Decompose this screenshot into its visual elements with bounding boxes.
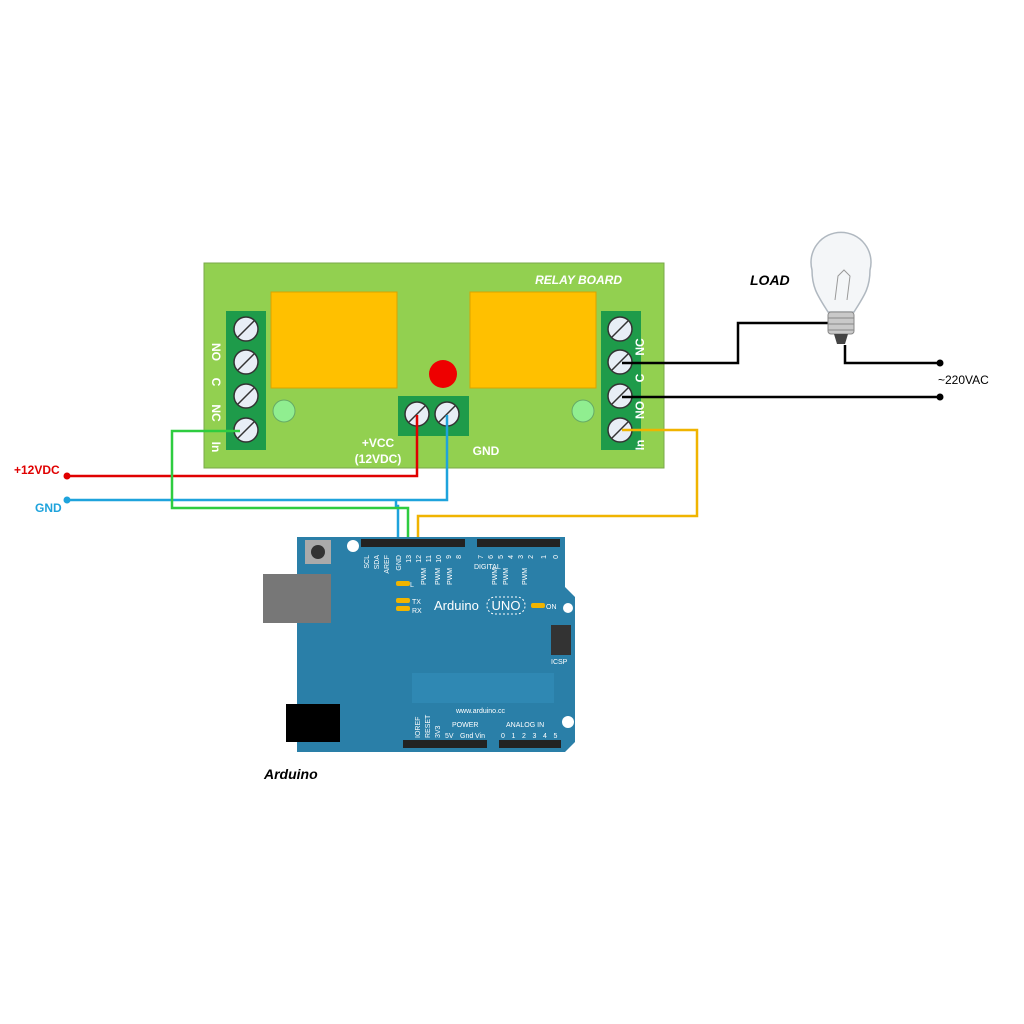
wires [67,321,940,540]
icsp-label: ICSP [551,659,568,666]
chip [412,673,554,703]
pin-label: 12 [416,555,423,563]
wire-load-nc [622,321,835,365]
analog-pin-label: 5 [554,733,558,740]
supply-gnd-label: GND [35,501,62,515]
analog-pin-label: 0 [501,733,505,740]
power-led [429,360,457,388]
pin-label: 5 [498,555,505,559]
screw-terminal [233,349,259,375]
wire-load-ac [843,345,940,365]
screw-terminal [233,383,259,409]
vcc-sub-label: (12VDC) [355,452,402,466]
pwm-label: PWM [492,568,499,585]
light-bulb-icon [810,231,872,344]
led-tx-label: TX [412,599,421,606]
arduino-model: UNO [492,598,521,613]
relay-board-title: RELAY BOARD [535,273,622,287]
pwm-label: PWM [447,568,454,585]
wire-12v [67,415,419,478]
vcc-label: +VCC [362,436,395,450]
icsp-header [551,625,571,655]
led-rx-label: RX [412,608,422,615]
screw-terminal [607,417,633,443]
pin-label: 13 [406,555,413,563]
pin-label: 9 [446,555,453,559]
usb-port [263,574,331,623]
relay-2 [469,291,597,389]
pwm-label: PWM [421,568,428,585]
right-label-nc: NC [633,338,647,356]
analog-pin-label: 2 [522,733,526,740]
pin-label: 1 [541,555,548,559]
analog-pin-label: 4 [543,733,547,740]
pin-label: 10 [436,555,443,563]
analog-header [499,740,561,748]
ac-terminal-dot-2 [936,393,944,401]
pin-label: 3 [518,555,525,559]
power-pin-label: 5V [445,733,454,740]
digital-label: DIGITAL [474,564,501,571]
pin-label: 6 [488,555,495,559]
pin-label: 11 [426,555,433,562]
load-label: LOAD [750,272,790,288]
left-label-in: In [209,442,223,453]
power-pin-label: IOREF [415,717,422,738]
on-label: ON [546,604,557,611]
wire-relay1-in [170,429,410,540]
right-label-in: In [633,440,647,451]
status-led-1 [272,399,296,423]
pwm-label: PWM [522,568,529,585]
right-label-no: NO [633,401,647,419]
power-pin-label: Gnd [460,733,473,740]
pwm-label: PWM [435,568,442,585]
12v-terminal-dot [63,472,71,480]
left-label-no: NO [209,343,223,361]
pin-label: 4 [508,555,515,559]
pin-label: 8 [456,555,463,559]
pin-label: 7 [478,555,485,559]
supply-12v-label: +12VDC [14,463,60,477]
pin-label: GND [396,555,403,571]
arduino-brand: Arduino [434,598,479,613]
gnd-terminal-dot [63,496,71,504]
relay-board: RELAY BOARD NO C NC In NC C NO In +VCC (… [203,262,665,469]
screw-terminal [607,316,633,342]
power-pin-label: Vin [475,733,485,740]
power-jack [286,704,340,742]
ac-terminal-dot-1 [936,359,944,367]
left-label-c: C [209,378,223,387]
wire-gnd-arduino [394,500,400,540]
analog-pin-label: 3 [533,733,537,740]
pin-label: AREF [384,555,391,574]
wire-gnd [67,415,449,502]
relay-1 [270,291,398,389]
right-label-c: C [633,373,647,382]
pwm-label: PWM [503,568,510,585]
power-header [403,740,487,748]
screw-terminal [233,316,259,342]
arduino-caption: Arduino [263,766,318,782]
digital-header-2 [477,539,560,547]
pin-label: SDA [374,555,381,570]
status-led-2 [571,399,595,423]
power-pin-label: 3V3 [435,725,442,738]
gnd-label: GND [473,444,500,458]
ac-label: ~220VAC [938,373,989,387]
led-l-label: L [410,582,414,589]
analog-pin-label: 1 [512,733,516,740]
digital-header-1 [361,539,465,547]
wire-relay2-in [416,428,699,540]
left-label-nc: NC [209,404,223,422]
pin-label: 0 [553,555,560,559]
power-pin-label: RESET [425,714,432,738]
power-label: POWER [452,722,478,729]
analog-label: ANALOG IN [506,722,544,729]
pin-label: SCL [364,555,371,569]
pin-label: 2 [528,555,535,559]
arduino-url: www.arduino.cc [455,708,506,715]
